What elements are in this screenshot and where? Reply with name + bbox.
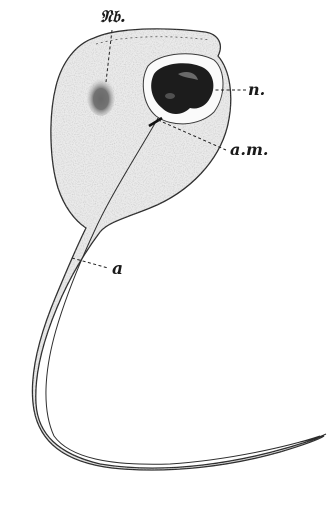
nucleus-speck <box>165 93 175 99</box>
label-a: a <box>112 259 123 279</box>
nebenkern-core <box>93 88 109 110</box>
label-am: a.m. <box>230 140 268 159</box>
label-n: n. <box>248 80 265 99</box>
label-nb: 𝔑𝔟. <box>100 7 126 27</box>
